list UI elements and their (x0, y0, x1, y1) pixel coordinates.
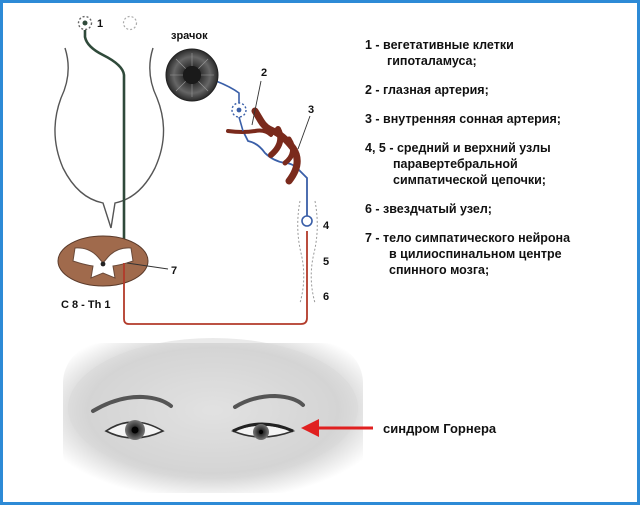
legend-item-6: 6 - звездчатый узел; (365, 201, 625, 217)
pupil-label: зрачок (171, 30, 208, 42)
ophthalmic-artery-icon (228, 131, 271, 136)
pupil-icon (166, 49, 218, 101)
label-1: 1 (97, 18, 103, 30)
central-pathway-line (85, 30, 124, 261)
label-7: 7 (171, 265, 177, 277)
horner-syndrome-label: синдром Горнера (383, 421, 496, 436)
legend-line: 6 - звездчатый узел; (365, 202, 492, 216)
label-5: 5 (323, 256, 329, 268)
legend-line: 4, 5 - средний и верхний узлы (365, 141, 551, 155)
label-3: 3 (308, 104, 314, 116)
legend-line: паравертебральной (365, 156, 625, 172)
ganglion-icon (302, 216, 312, 226)
legend-line: 2 - глазная артерия; (365, 83, 489, 97)
legend-item-1: 1 - вегетативные клетки гипоталамуса; (365, 37, 625, 69)
legend-item-4-5: 4, 5 - средний и верхний узлы паравертеб… (365, 140, 625, 188)
legend-line: 7 - тело симпатического нейрона (365, 231, 570, 245)
brain-outline (55, 48, 164, 228)
legend-line: симпатической цепочки; (365, 172, 625, 188)
legend-item-2: 2 - глазная артерия; (365, 82, 625, 98)
legend: 1 - вегетативные клетки гипоталамуса; 2 … (365, 37, 625, 291)
legend-line: спинного мозга; (365, 262, 625, 278)
spinal-segment-label: C 8 - Th 1 (61, 299, 111, 311)
legend-line: 3 - внутренняя сонная артерия; (365, 112, 561, 126)
legend-line: гипоталамуса; (365, 53, 625, 69)
label-4: 4 (323, 220, 330, 232)
label-6: 6 (323, 291, 329, 303)
legend-item-7: 7 - тело симпатического нейрона в цилиос… (365, 230, 625, 278)
neuron-icon (216, 81, 246, 131)
spinal-cord-icon (58, 236, 148, 286)
legend-line: 1 - вегетативные клетки (365, 38, 514, 52)
legend-line: в цилиоспинальном центре (365, 246, 625, 262)
face-photo (63, 338, 363, 493)
legend-item-3: 3 - внутренняя сонная артерия; (365, 111, 625, 127)
hypothalamus-cell-icon (79, 17, 137, 30)
preganglionic-pathway-line (124, 231, 307, 324)
label-2: 2 (261, 67, 267, 79)
